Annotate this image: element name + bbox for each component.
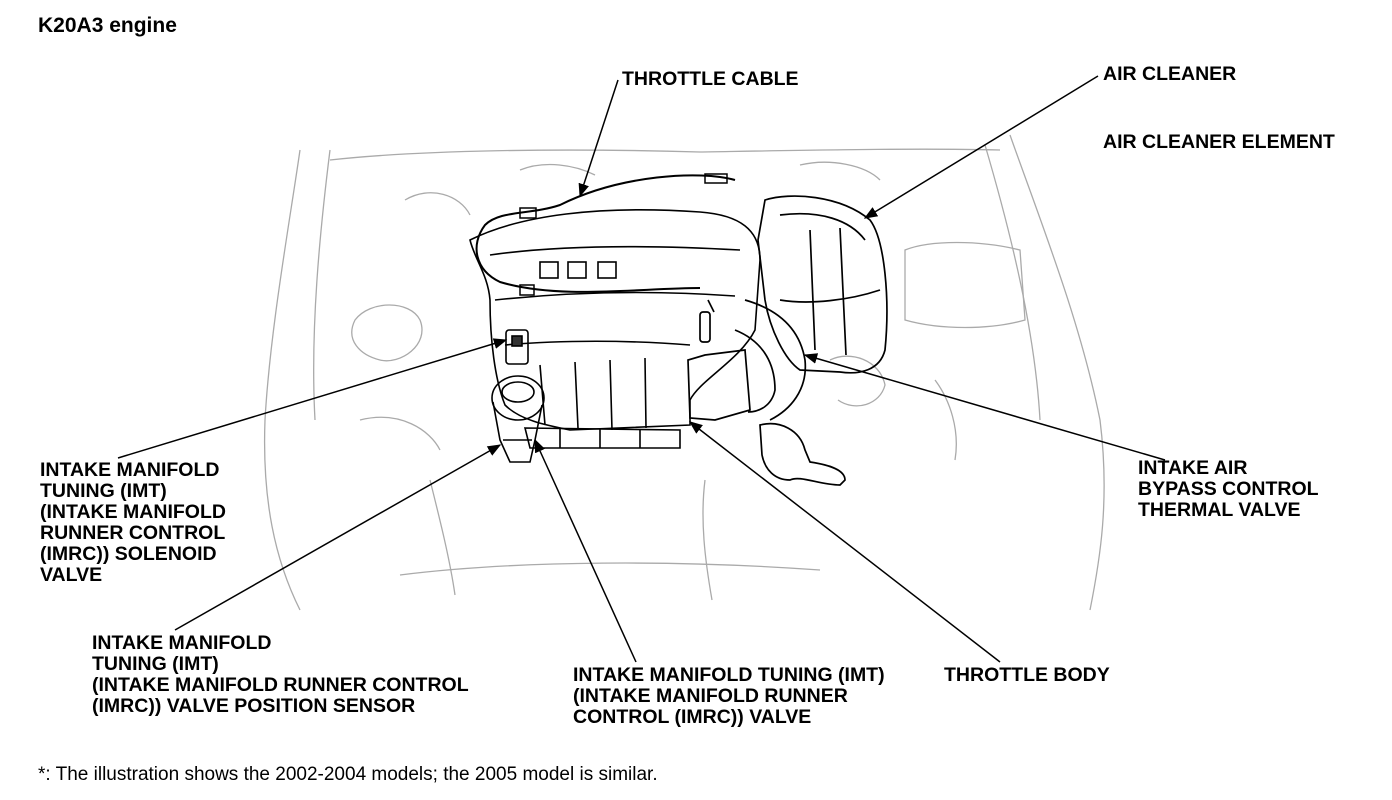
label-imt-valve: INTAKE MANIFOLD TUNING (IMT) (INTAKE MAN… [573, 664, 885, 728]
leader-imt-sensor [174, 444, 502, 631]
leader-throttle-cable [578, 79, 619, 198]
air-cleaner-housing [757, 195, 888, 374]
label-imt-valve-position-sensor: INTAKE MANIFOLD TUNING (IMT) (INTAKE MAN… [92, 632, 469, 717]
diagram-title: K20A3 engine [38, 14, 177, 37]
leader-imt-solenoid [117, 338, 508, 459]
label-air-cleaner: AIR CLEANER [1103, 63, 1237, 85]
label-throttle-cable: THROTTLE CABLE [622, 68, 799, 90]
intake-duct [687, 299, 846, 486]
label-throttle-body: THROTTLE BODY [944, 664, 1110, 686]
footnote: *: The illustration shows the 2002-2004 … [38, 764, 658, 785]
imrc-actuator [491, 329, 545, 463]
label-air-cleaner-element: AIR CLEANER ELEMENT [1103, 131, 1335, 153]
throttle-cable [475, 174, 736, 293]
leader-imt-valve [534, 438, 637, 663]
engine-block [469, 209, 761, 431]
leader-lines [117, 75, 1166, 663]
engine-bay-outline [263, 134, 1105, 611]
label-imt-solenoid-valve: INTAKE MANIFOLD TUNING (IMT) (INTAKE MAN… [40, 459, 226, 586]
leader-throttle-body [688, 421, 1001, 663]
label-bypass-thermal-valve: INTAKE AIR BYPASS CONTROL THERMAL VALVE [1138, 457, 1319, 521]
leader-bypass-valve [803, 353, 1166, 461]
intake-runner-pipe [523, 427, 681, 449]
leader-air-cleaner [863, 75, 1099, 219]
